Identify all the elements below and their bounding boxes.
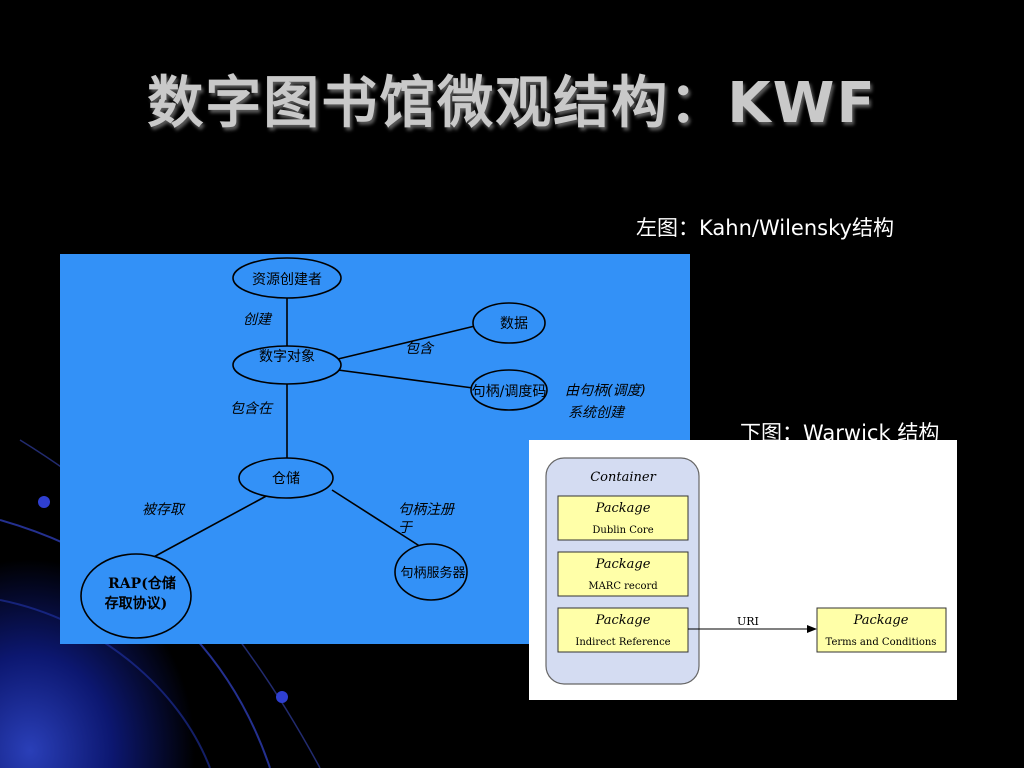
package-terms-and-conditions: Package Terms and Conditions bbox=[816, 607, 947, 653]
node-repository-label: 仓储 bbox=[272, 471, 300, 487]
node-creator-label: 资源创建者 bbox=[252, 272, 322, 288]
package-dublin-core: Package Dublin Core bbox=[557, 495, 689, 541]
node-handle-server-label: 句柄服务器 bbox=[400, 565, 465, 581]
edge-create-label: 创建 bbox=[243, 312, 273, 328]
node-handle bbox=[470, 369, 548, 411]
node-rap-label-line2: 存取协议) bbox=[105, 595, 168, 612]
node-repository bbox=[238, 457, 334, 499]
node-rap bbox=[80, 553, 192, 639]
edge-register-label-line1: 句柄注册 bbox=[398, 502, 455, 518]
node-creator bbox=[232, 257, 342, 299]
node-digital-object bbox=[232, 345, 342, 385]
package-title: Package bbox=[595, 557, 651, 572]
package-indirect-reference: Package Indirect Reference bbox=[557, 607, 689, 653]
edge-contain bbox=[337, 325, 476, 360]
edge-contained-in-label: 包含在 bbox=[230, 401, 274, 417]
edge-register-label-line2: 于 bbox=[398, 520, 413, 536]
package-label: MARC record bbox=[588, 581, 658, 592]
slide-title: 数字图书馆微观结构：KWF bbox=[147, 71, 877, 136]
node-data bbox=[472, 302, 546, 344]
package-label: Indirect Reference bbox=[575, 637, 670, 648]
edge-register bbox=[331, 489, 433, 555]
package-label: Dublin Core bbox=[592, 525, 653, 536]
package-title: Package bbox=[595, 501, 651, 516]
edge-accessed bbox=[149, 493, 271, 560]
node-data-label: 数据 bbox=[500, 316, 528, 332]
package-title: Package bbox=[853, 613, 909, 628]
caption-kahn-wilensky: 左图：Kahn/Wilensky结构 bbox=[636, 216, 894, 240]
package-marc-record: Package MARC record bbox=[557, 551, 689, 597]
package-label: Terms and Conditions bbox=[826, 637, 937, 648]
node-handle-label: 句柄/调度码 bbox=[472, 384, 547, 400]
edge-accessed-label: 被存取 bbox=[142, 502, 186, 518]
node-rap-label-line1: RAP(仓储 bbox=[108, 575, 176, 592]
package-title: Package bbox=[595, 613, 651, 628]
container-label: Container bbox=[590, 470, 656, 485]
handle-note-line2: 系统创建 bbox=[568, 405, 626, 421]
node-digital-object-label: 数字对象 bbox=[259, 349, 315, 365]
edge-contain-label: 包含 bbox=[405, 341, 435, 357]
edge-handle bbox=[337, 369, 474, 389]
uri-label: URI bbox=[737, 615, 759, 628]
handle-note-line1: 由句柄(调度) bbox=[565, 383, 646, 399]
warwick-diagram: Container Package Dublin Core Package MA… bbox=[529, 440, 957, 700]
node-handle-server bbox=[394, 543, 468, 601]
